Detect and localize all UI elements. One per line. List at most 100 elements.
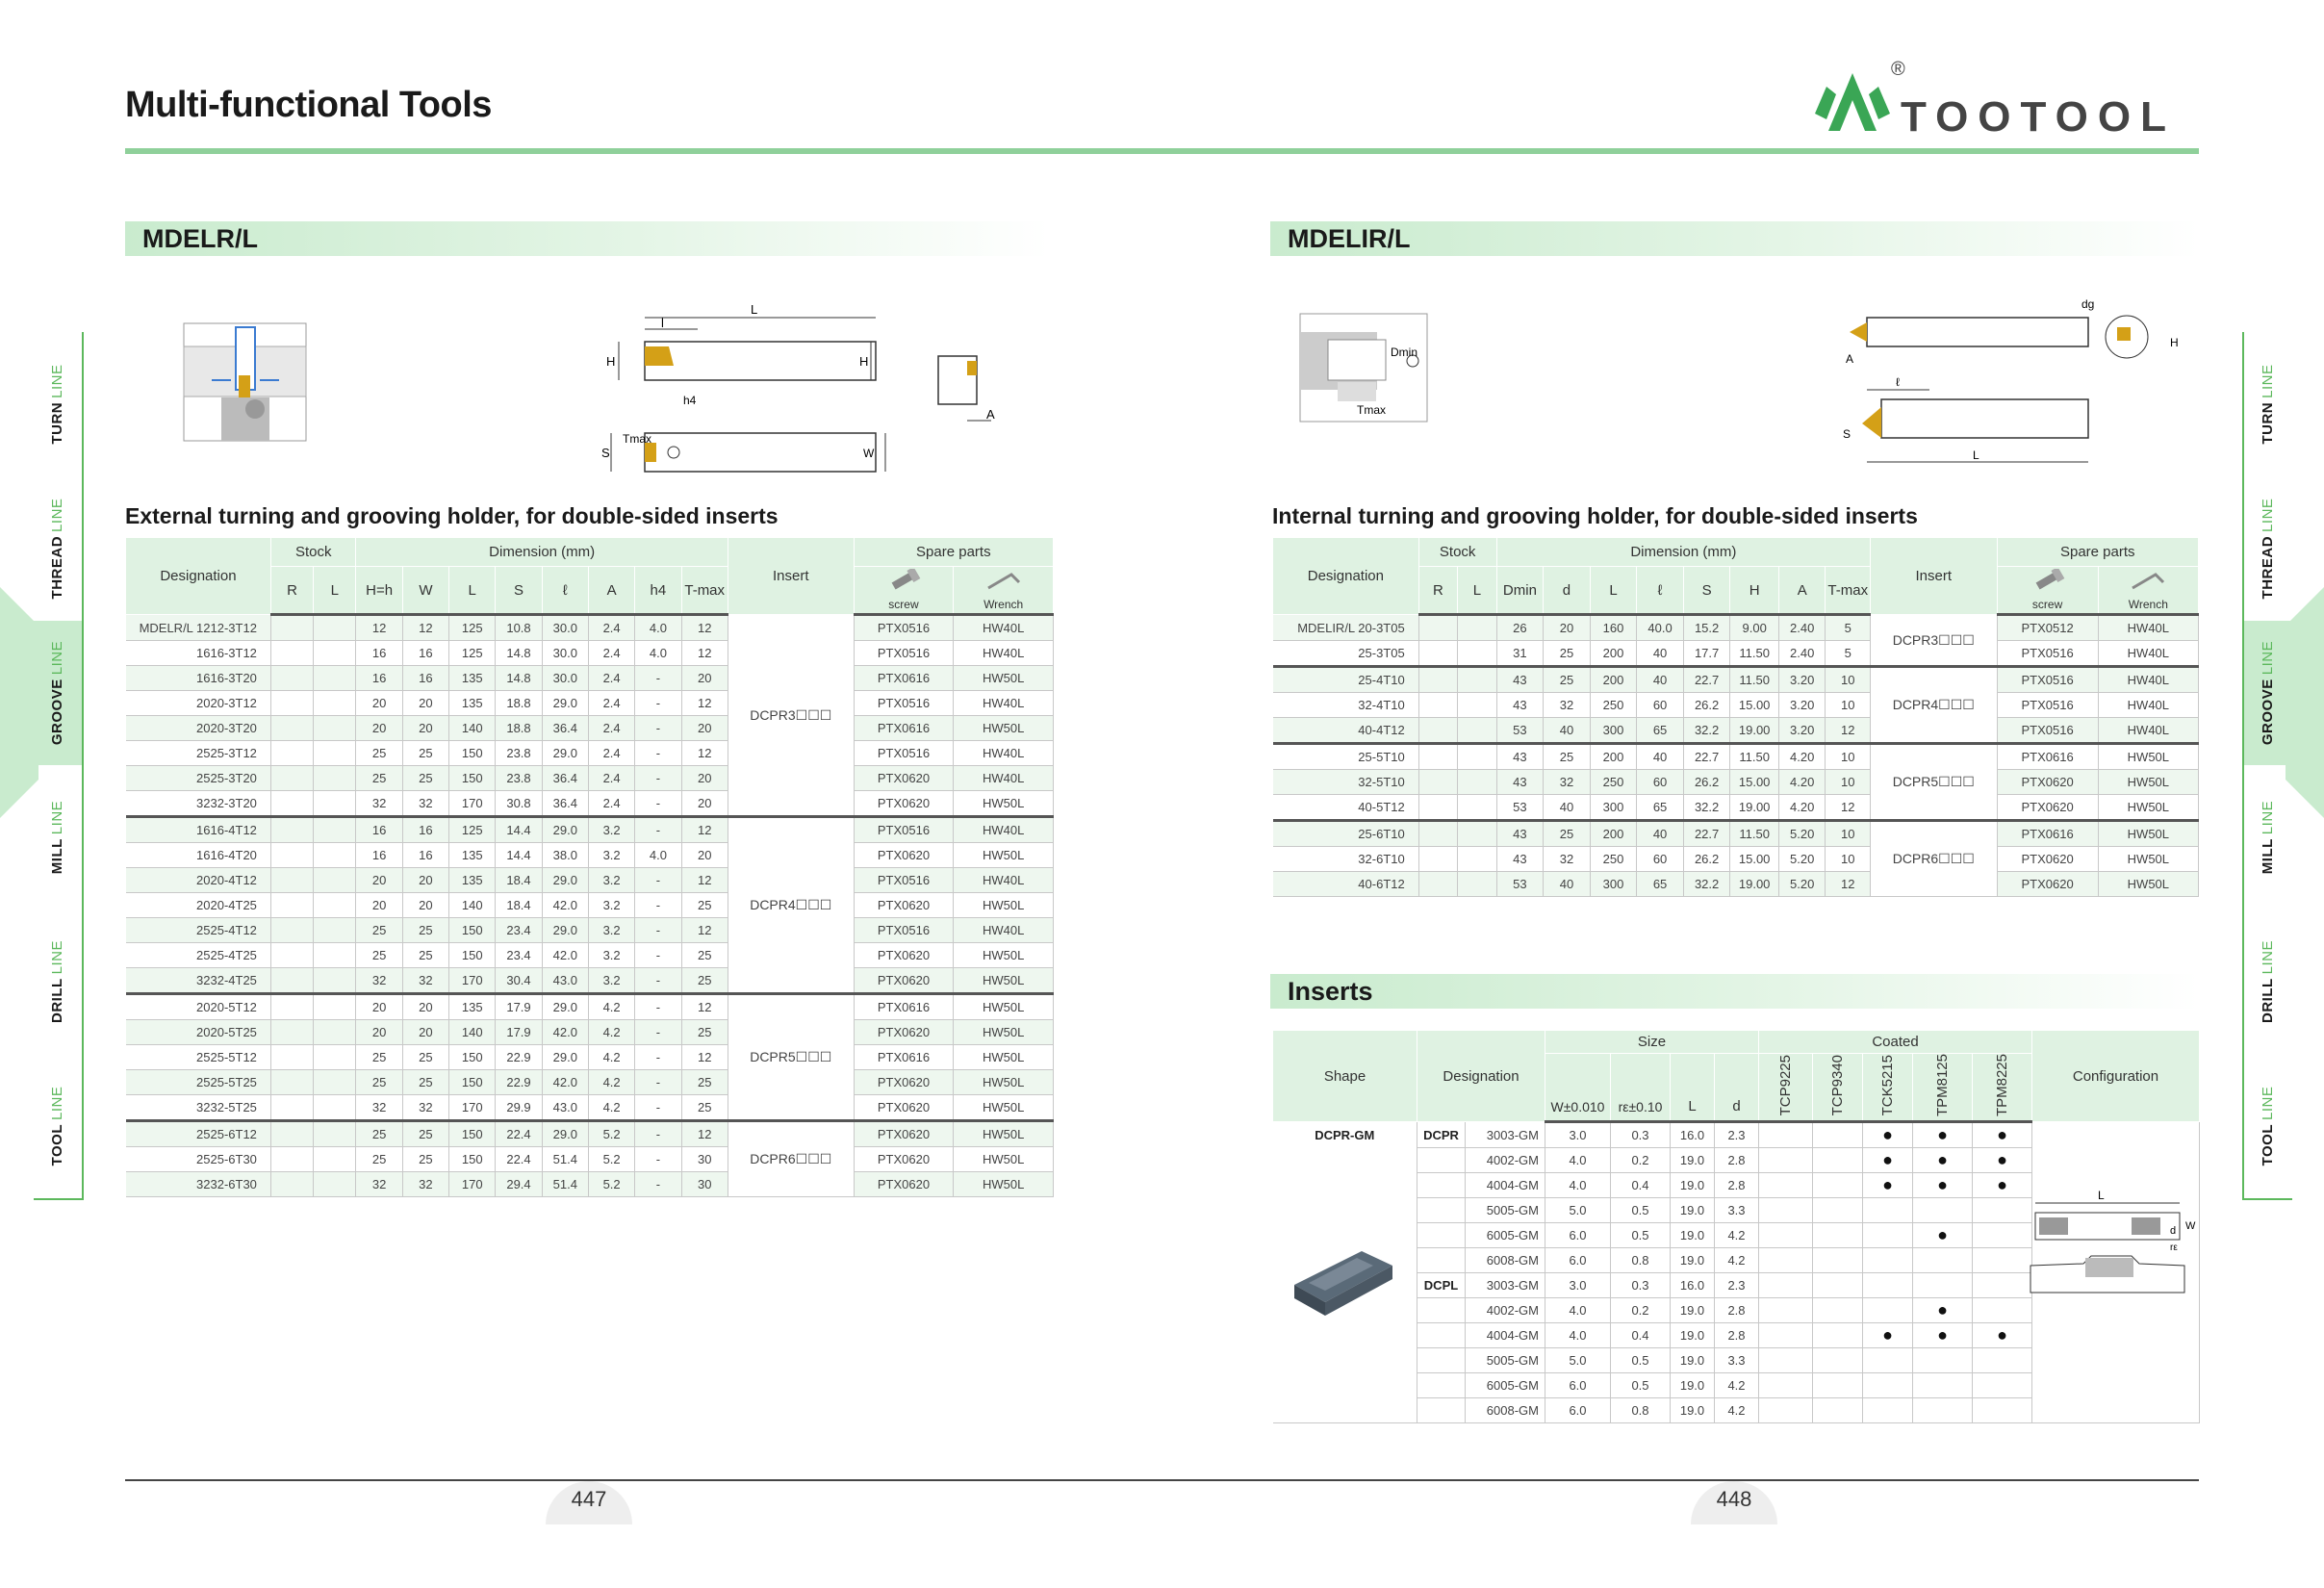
cell-stock-l bbox=[1457, 640, 1497, 667]
cell-dimension: 20 bbox=[355, 867, 403, 893]
cell-dimension: 19.00 bbox=[1729, 717, 1779, 744]
cell-dimension: 140 bbox=[448, 715, 497, 741]
cell-L: 19.0 bbox=[1670, 1397, 1715, 1424]
cell-dimension: 16 bbox=[355, 842, 403, 868]
cell-stock-l bbox=[1457, 665, 1497, 693]
cell-dimension: 25 bbox=[355, 1069, 403, 1095]
cell-grade bbox=[1972, 1272, 2032, 1299]
col-designation: Designation bbox=[125, 537, 271, 615]
cell-w: 6.0 bbox=[1545, 1222, 1611, 1249]
cell-grade bbox=[1862, 1372, 1913, 1399]
side-tab-turn[interactable]: TURNLINE bbox=[2242, 332, 2292, 478]
cell-stock-r bbox=[270, 740, 315, 766]
cell-dimension: 4.2 bbox=[588, 1094, 636, 1121]
cell-dimension: 26.2 bbox=[1683, 769, 1731, 795]
cell-stock-r bbox=[270, 1044, 315, 1070]
col-grade: TCP9340 bbox=[1812, 1052, 1863, 1124]
cell-screw: PTX0620 bbox=[1997, 871, 2099, 897]
cell-w: 4.0 bbox=[1545, 1147, 1611, 1174]
cell-dimension: 20 bbox=[355, 992, 403, 1020]
cell-wrench: HW50L bbox=[2098, 846, 2200, 872]
cell-dimension: - bbox=[634, 765, 682, 791]
cell-dimension: 51.4 bbox=[542, 1146, 589, 1172]
cell-stock-r bbox=[1418, 742, 1459, 770]
cell-dimension: 5.20 bbox=[1778, 846, 1826, 872]
cell-dimension: 20 bbox=[402, 715, 450, 741]
cell-d: 2.3 bbox=[1714, 1121, 1759, 1149]
side-tab-drill[interactable]: DRILLLINE bbox=[2242, 909, 2292, 1056]
cell-stock-l bbox=[313, 1019, 357, 1045]
cell-dimension: 40 bbox=[1636, 819, 1684, 847]
cell-grade bbox=[1862, 1197, 1913, 1224]
col-size: Size bbox=[1545, 1030, 1759, 1054]
side-tab-main: DRILL bbox=[2260, 978, 2276, 1024]
cell-screw: PTX0620 bbox=[854, 842, 955, 868]
cell-stock-r bbox=[1418, 794, 1459, 821]
cell-grade bbox=[1912, 1247, 1973, 1274]
internal-holder-section-view: Dmin Tmax bbox=[1299, 313, 1428, 423]
side-tab-drill[interactable]: DRILLLINE bbox=[34, 909, 84, 1056]
cell-dimension: - bbox=[634, 892, 682, 918]
cell-grade bbox=[1812, 1397, 1863, 1424]
side-tab-thread[interactable]: THREADLINE bbox=[34, 476, 84, 623]
side-tab-turn[interactable]: TURNLINE bbox=[34, 332, 84, 478]
side-tab-mill[interactable]: MILLLINE bbox=[34, 765, 84, 911]
cell-grade: ● bbox=[1862, 1121, 1913, 1149]
side-tab-mill[interactable]: MILLLINE bbox=[2242, 765, 2292, 911]
cell-stock-l bbox=[313, 690, 357, 716]
cell-wrench: HW40L bbox=[2098, 640, 2200, 667]
side-tab-tool[interactable]: TOOLLINE bbox=[2242, 1054, 2292, 1200]
cell-dimension: 65 bbox=[1636, 717, 1684, 744]
cell-L: 16.0 bbox=[1670, 1272, 1715, 1299]
cell-dimension: - bbox=[634, 790, 682, 817]
side-tab-main: THREAD bbox=[2260, 535, 2276, 600]
cell-stock-l bbox=[313, 867, 357, 893]
grade-label: TCK5215 bbox=[1879, 1054, 1896, 1116]
cell-dimension: 38.0 bbox=[542, 842, 589, 868]
cell-re: 0.5 bbox=[1610, 1372, 1671, 1399]
cell-dimension: 3.20 bbox=[1778, 717, 1826, 744]
side-tab-tool[interactable]: TOOLLINE bbox=[34, 1054, 84, 1200]
cell-dimension: 32.2 bbox=[1683, 717, 1731, 744]
col-grade: TPM8125 bbox=[1912, 1052, 1973, 1124]
cell-dimension: 300 bbox=[1590, 794, 1638, 821]
col-dimension: Dimension (mm) bbox=[1495, 537, 1872, 567]
cell-dimension: 40.0 bbox=[1636, 614, 1684, 641]
cell-dimension: 14.4 bbox=[495, 842, 543, 868]
cell-stock-l bbox=[313, 1119, 357, 1147]
cell-insert: DCPR3☐☐☐ bbox=[1870, 614, 1998, 667]
cell-dimension: 4.20 bbox=[1778, 742, 1826, 770]
side-tab-groove[interactable]: GROOVELINE bbox=[34, 621, 84, 767]
cell-dimension: 29.0 bbox=[542, 1044, 589, 1070]
cell-series bbox=[1417, 1297, 1466, 1324]
cell-screw: PTX0616 bbox=[854, 715, 955, 741]
side-tab-groove[interactable]: GROOVELINE bbox=[2242, 621, 2292, 767]
cell-dimension: 60 bbox=[1636, 692, 1684, 718]
dim-label-l-int: ℓ bbox=[1896, 375, 1900, 389]
cell-dimension: 16 bbox=[402, 640, 450, 666]
side-tab-main: TURN bbox=[49, 401, 65, 445]
cell-dimension: 43 bbox=[1496, 819, 1545, 847]
cell-designation: 2525-3T12 bbox=[125, 740, 271, 766]
cell-dimension: 25 bbox=[402, 1146, 450, 1172]
cell-code: 3003-GM bbox=[1465, 1121, 1545, 1149]
col-screw-label: screw bbox=[888, 597, 919, 611]
cell-designation: 2020-4T25 bbox=[125, 892, 271, 918]
cell-dimension: 53 bbox=[1496, 871, 1545, 897]
cell-dimension: 20 bbox=[355, 715, 403, 741]
cell-dimension: 200 bbox=[1590, 742, 1638, 770]
cell-dimension: - bbox=[634, 1069, 682, 1095]
cell-dimension: 25 bbox=[402, 1069, 450, 1095]
cell-insert: DCPR5☐☐☐ bbox=[1870, 742, 1998, 821]
cell-dimension: 12 bbox=[681, 815, 728, 843]
side-tab-main: GROOVE bbox=[2260, 679, 2276, 746]
cell-designation: 40-6T12 bbox=[1272, 871, 1419, 897]
cell-w: 4.0 bbox=[1545, 1297, 1611, 1324]
cell-stock-r bbox=[1418, 640, 1459, 667]
